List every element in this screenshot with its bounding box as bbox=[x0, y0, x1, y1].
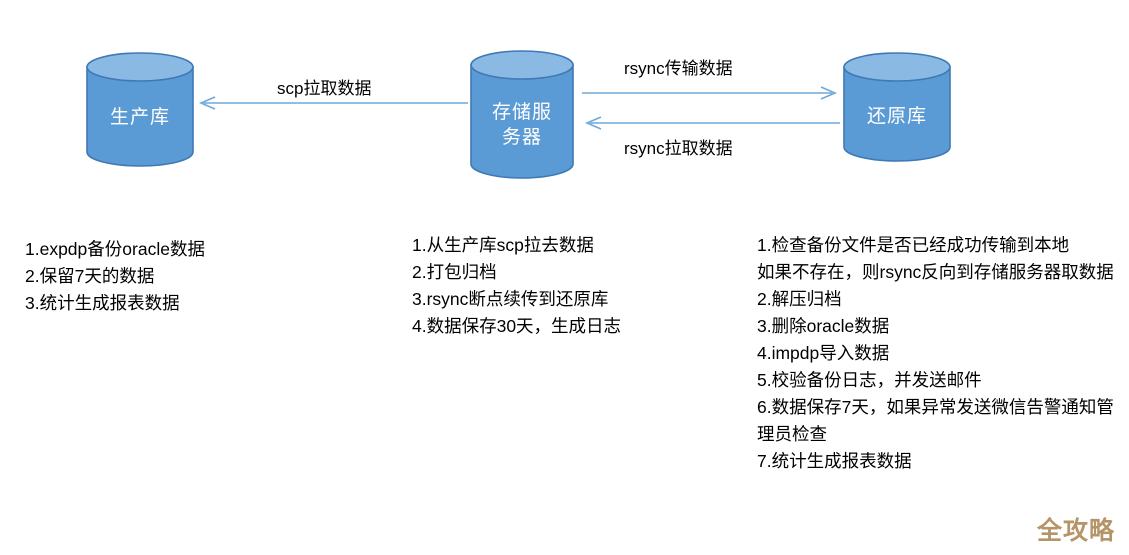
database-cylinder-icon bbox=[470, 50, 574, 179]
node-production-database[interactable]: 生产库 bbox=[86, 52, 194, 167]
note-line: 2.打包归档 bbox=[412, 262, 497, 282]
note-line: 5.校验备份日志，并发送邮件 bbox=[757, 370, 982, 390]
notes-storage: 1.从生产库scp拉去数据 2.打包归档 3.rsync断点续传到还原库 4.数… bbox=[412, 232, 742, 340]
note-line: 6.数据保存7天，如果异常发送微信告警通知管理员检查 bbox=[757, 397, 1114, 444]
note-line: 2.解压归档 bbox=[757, 289, 842, 309]
arrow-rsync-transfer bbox=[582, 86, 838, 100]
arrow-scp-label: scp拉取数据 bbox=[277, 79, 372, 98]
database-cylinder-icon bbox=[86, 52, 194, 167]
note-line: 如果不存在，则rsync反向到存储服务器取数据 bbox=[757, 262, 1114, 282]
node-restore-database[interactable]: 还原库 bbox=[843, 52, 951, 162]
note-line: 1.从生产库scp拉去数据 bbox=[412, 235, 594, 255]
notes-production: 1.expdp备份oracle数据 2.保留7天的数据 3.统计生成报表数据 bbox=[25, 236, 395, 317]
arrow-rsync-pull-label: rsync拉取数据 bbox=[624, 139, 733, 158]
database-cylinder-icon bbox=[843, 52, 951, 162]
note-line: 7.统计生成报表数据 bbox=[757, 451, 912, 471]
note-line: 1.expdp备份oracle数据 bbox=[25, 239, 205, 259]
arrow-rsync-pull bbox=[584, 116, 840, 130]
note-line: 4.impdp导入数据 bbox=[757, 343, 890, 363]
watermark: 全攻略 bbox=[1036, 517, 1115, 545]
note-line: 1.检查备份文件是否已经成功传输到本地 bbox=[757, 235, 1070, 255]
note-line: 3.rsync断点续传到还原库 bbox=[412, 289, 609, 309]
note-line: 3.删除oracle数据 bbox=[757, 316, 890, 336]
note-line: 4.数据保存30天，生成日志 bbox=[412, 316, 622, 336]
notes-restore: 1.检查备份文件是否已经成功传输到本地 如果不存在，则rsync反向到存储服务器… bbox=[757, 232, 1117, 475]
node-storage-server[interactable]: 存储服 务器 bbox=[470, 50, 574, 180]
arrow-rsync-transfer-label: rsync传输数据 bbox=[624, 59, 733, 78]
note-line: 3.统计生成报表数据 bbox=[25, 293, 180, 313]
note-line: 2.保留7天的数据 bbox=[25, 266, 155, 286]
arrow-scp-pull bbox=[198, 96, 468, 110]
